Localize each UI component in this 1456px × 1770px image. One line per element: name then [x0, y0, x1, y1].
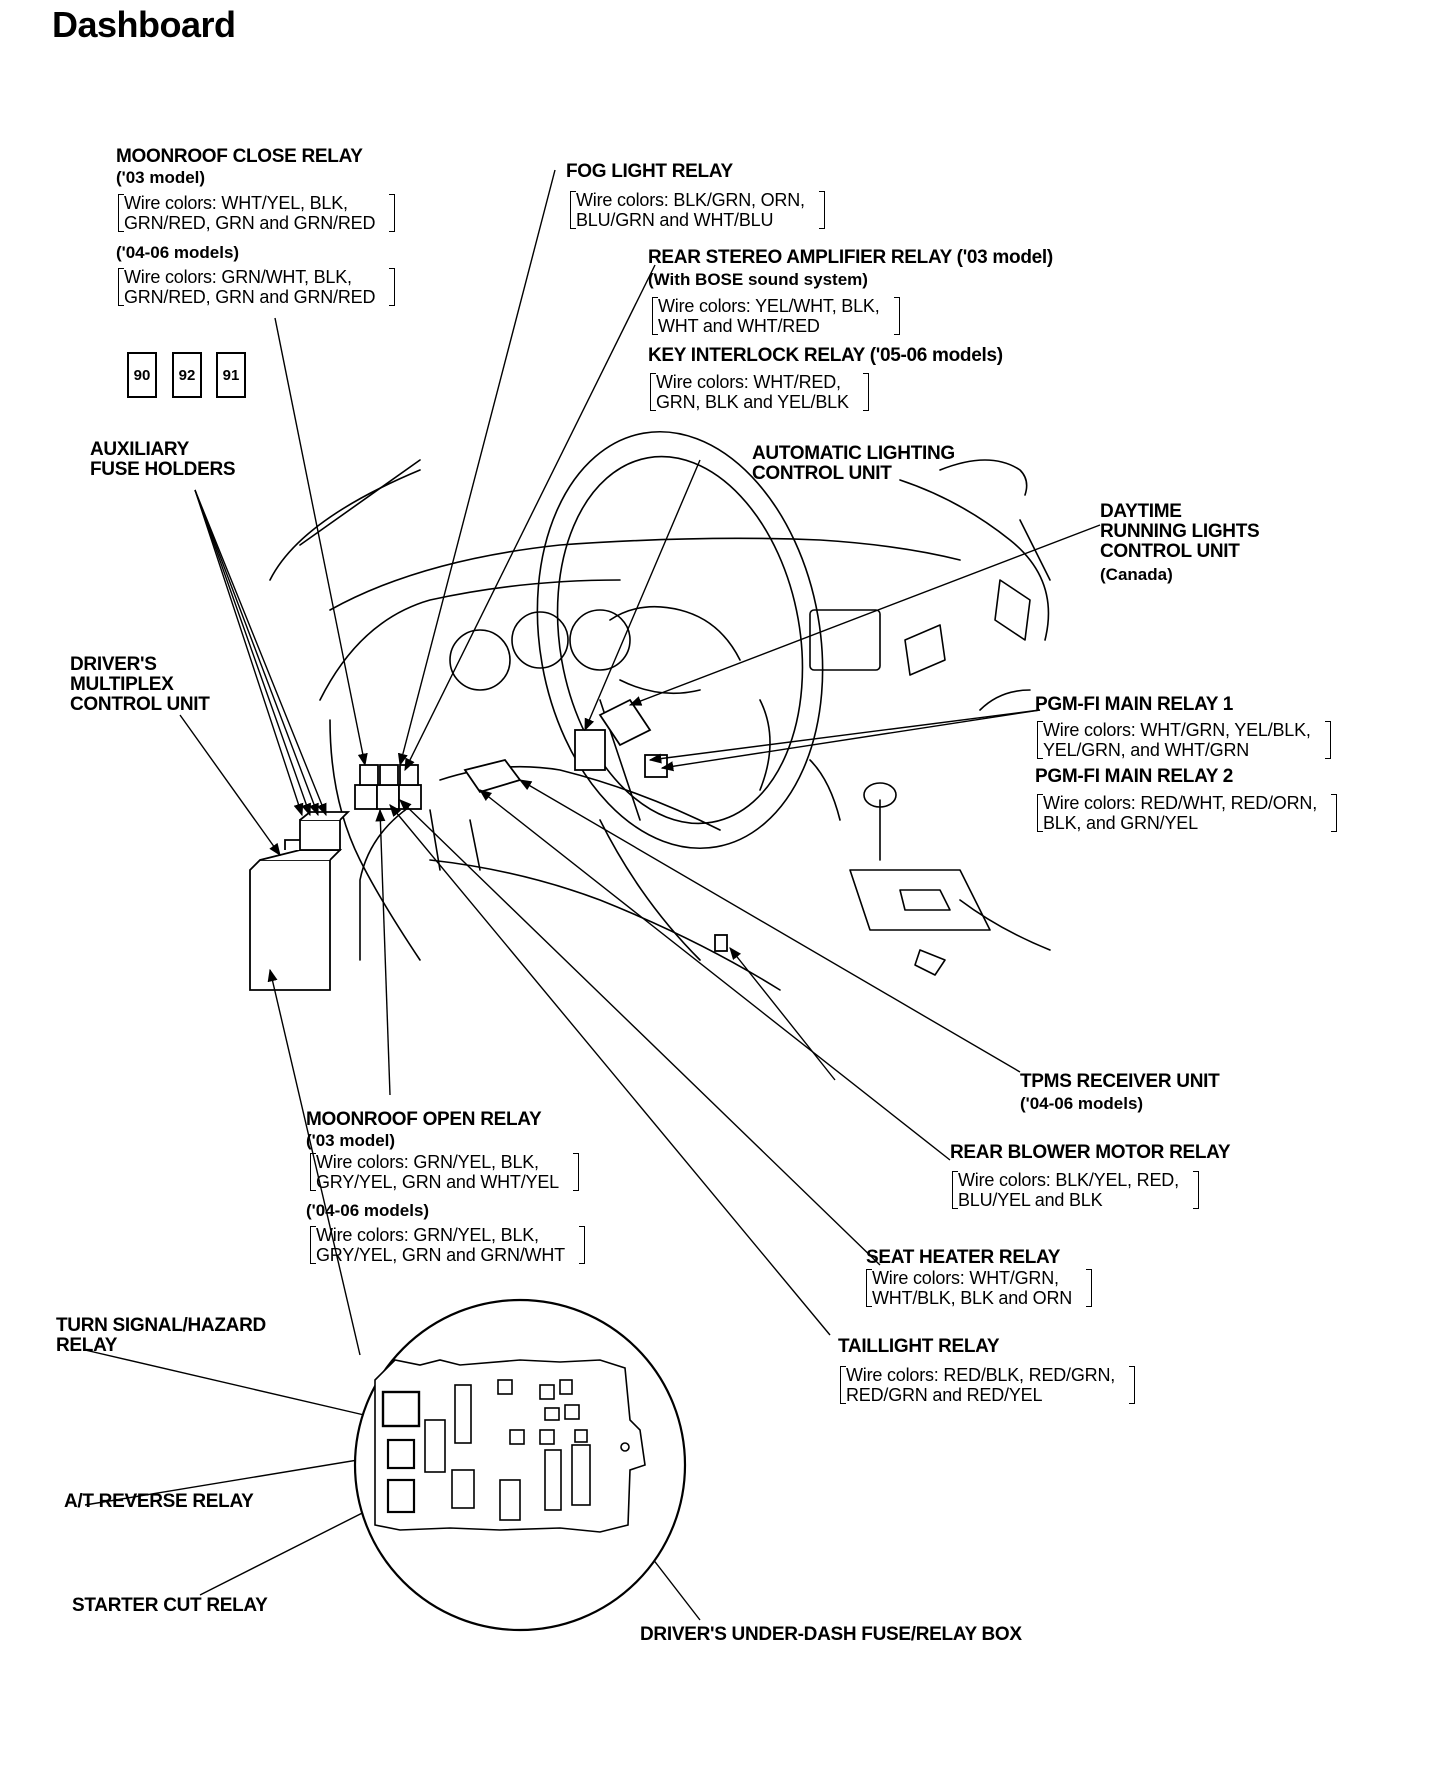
daytime-canada-note: (Canada) [1100, 565, 1173, 584]
tpms-receiver-label: TPMS RECEIVER UNIT [1020, 1071, 1220, 1092]
moonroof-open-03-model: ('03 model) [306, 1131, 396, 1150]
pgm-fi-2-wire-colors: Wire colors: RED/WHT, RED/ORN,BLK, and G… [1037, 793, 1338, 833]
seat-heater-relay-label: SEAT HEATER RELAY [866, 1247, 1061, 1268]
rear-stereo-wire-colors: Wire colors: YEL/WHT, BLK,WHT and WHT/RE… [652, 296, 900, 336]
moonroof-close-04-06-wire-colors: Wire colors: GRN/WHT, BLK,GRN/RED, GRN a… [118, 267, 396, 307]
moonroof-open-04-06-models: ('04-06 models) [306, 1201, 430, 1220]
seat-heater-wire-colors: Wire colors: WHT/GRN,WHT/BLK, BLK and OR… [866, 1268, 1093, 1308]
tpms-models-note: ('04-06 models) [1020, 1094, 1144, 1113]
aux-fuse-90: 90 [127, 352, 157, 398]
aux-fuse-92: 92 [172, 352, 202, 398]
moonroof-close-03-model: ('03 model) [116, 168, 206, 187]
rear-stereo-bose-note: (With BOSE sound system) [648, 270, 868, 289]
pgm-fi-main-relay-2-label: PGM-FI MAIN RELAY 2 [1035, 766, 1234, 787]
rear-blower-motor-relay-label: REAR BLOWER MOTOR RELAY [950, 1142, 1231, 1163]
aux-fuse-91: 91 [216, 352, 246, 398]
fog-light-wire-colors: Wire colors: BLK/GRN, ORN,BLU/GRN and WH… [570, 190, 825, 230]
pgm-fi-main-relay-1-label: PGM-FI MAIN RELAY 1 [1035, 694, 1234, 715]
moonroof-open-relay-label: MOONROOF OPEN RELAY [306, 1109, 542, 1130]
moonroof-open-03-wire-colors: Wire colors: GRN/YEL, BLK,GRY/YEL, GRN a… [310, 1152, 579, 1192]
fog-light-relay-label: FOG LIGHT RELAY [566, 161, 733, 182]
starter-cut-relay-label: STARTER CUT RELAY [72, 1595, 268, 1616]
taillight-relay-label: TAILLIGHT RELAY [838, 1336, 1000, 1357]
pgm-fi-1-wire-colors: Wire colors: WHT/GRN, YEL/BLK,YEL/GRN, a… [1037, 720, 1331, 760]
rear-blower-wire-colors: Wire colors: BLK/YEL, RED,BLU/YEL and BL… [952, 1170, 1199, 1210]
under-dash-fuse-relay-box-label: DRIVER'S UNDER-DASH FUSE/RELAY BOX [640, 1624, 1022, 1645]
key-interlock-wire-colors: Wire colors: WHT/RED,GRN, BLK and YEL/BL… [650, 372, 869, 412]
page-title: Dashboard [52, 4, 236, 45]
taillight-wire-colors: Wire colors: RED/BLK, RED/GRN,RED/GRN an… [840, 1365, 1136, 1405]
moonroof-close-relay-label: MOONROOF CLOSE RELAY [116, 146, 363, 167]
at-reverse-relay-label: A/T REVERSE RELAY [64, 1491, 254, 1512]
moonroof-close-04-06-models: ('04-06 models) [116, 243, 240, 262]
rear-stereo-relay-label: REAR STEREO AMPLIFIER RELAY ('03 model) [648, 247, 1053, 268]
moonroof-open-04-06-wire-colors: Wire colors: GRN/YEL, BLK,GRY/YEL, GRN a… [310, 1225, 585, 1265]
key-interlock-relay-label: KEY INTERLOCK RELAY ('05-06 models) [648, 345, 1003, 366]
moonroof-close-03-wire-colors: Wire colors: WHT/YEL, BLK,GRN/RED, GRN a… [118, 193, 396, 233]
